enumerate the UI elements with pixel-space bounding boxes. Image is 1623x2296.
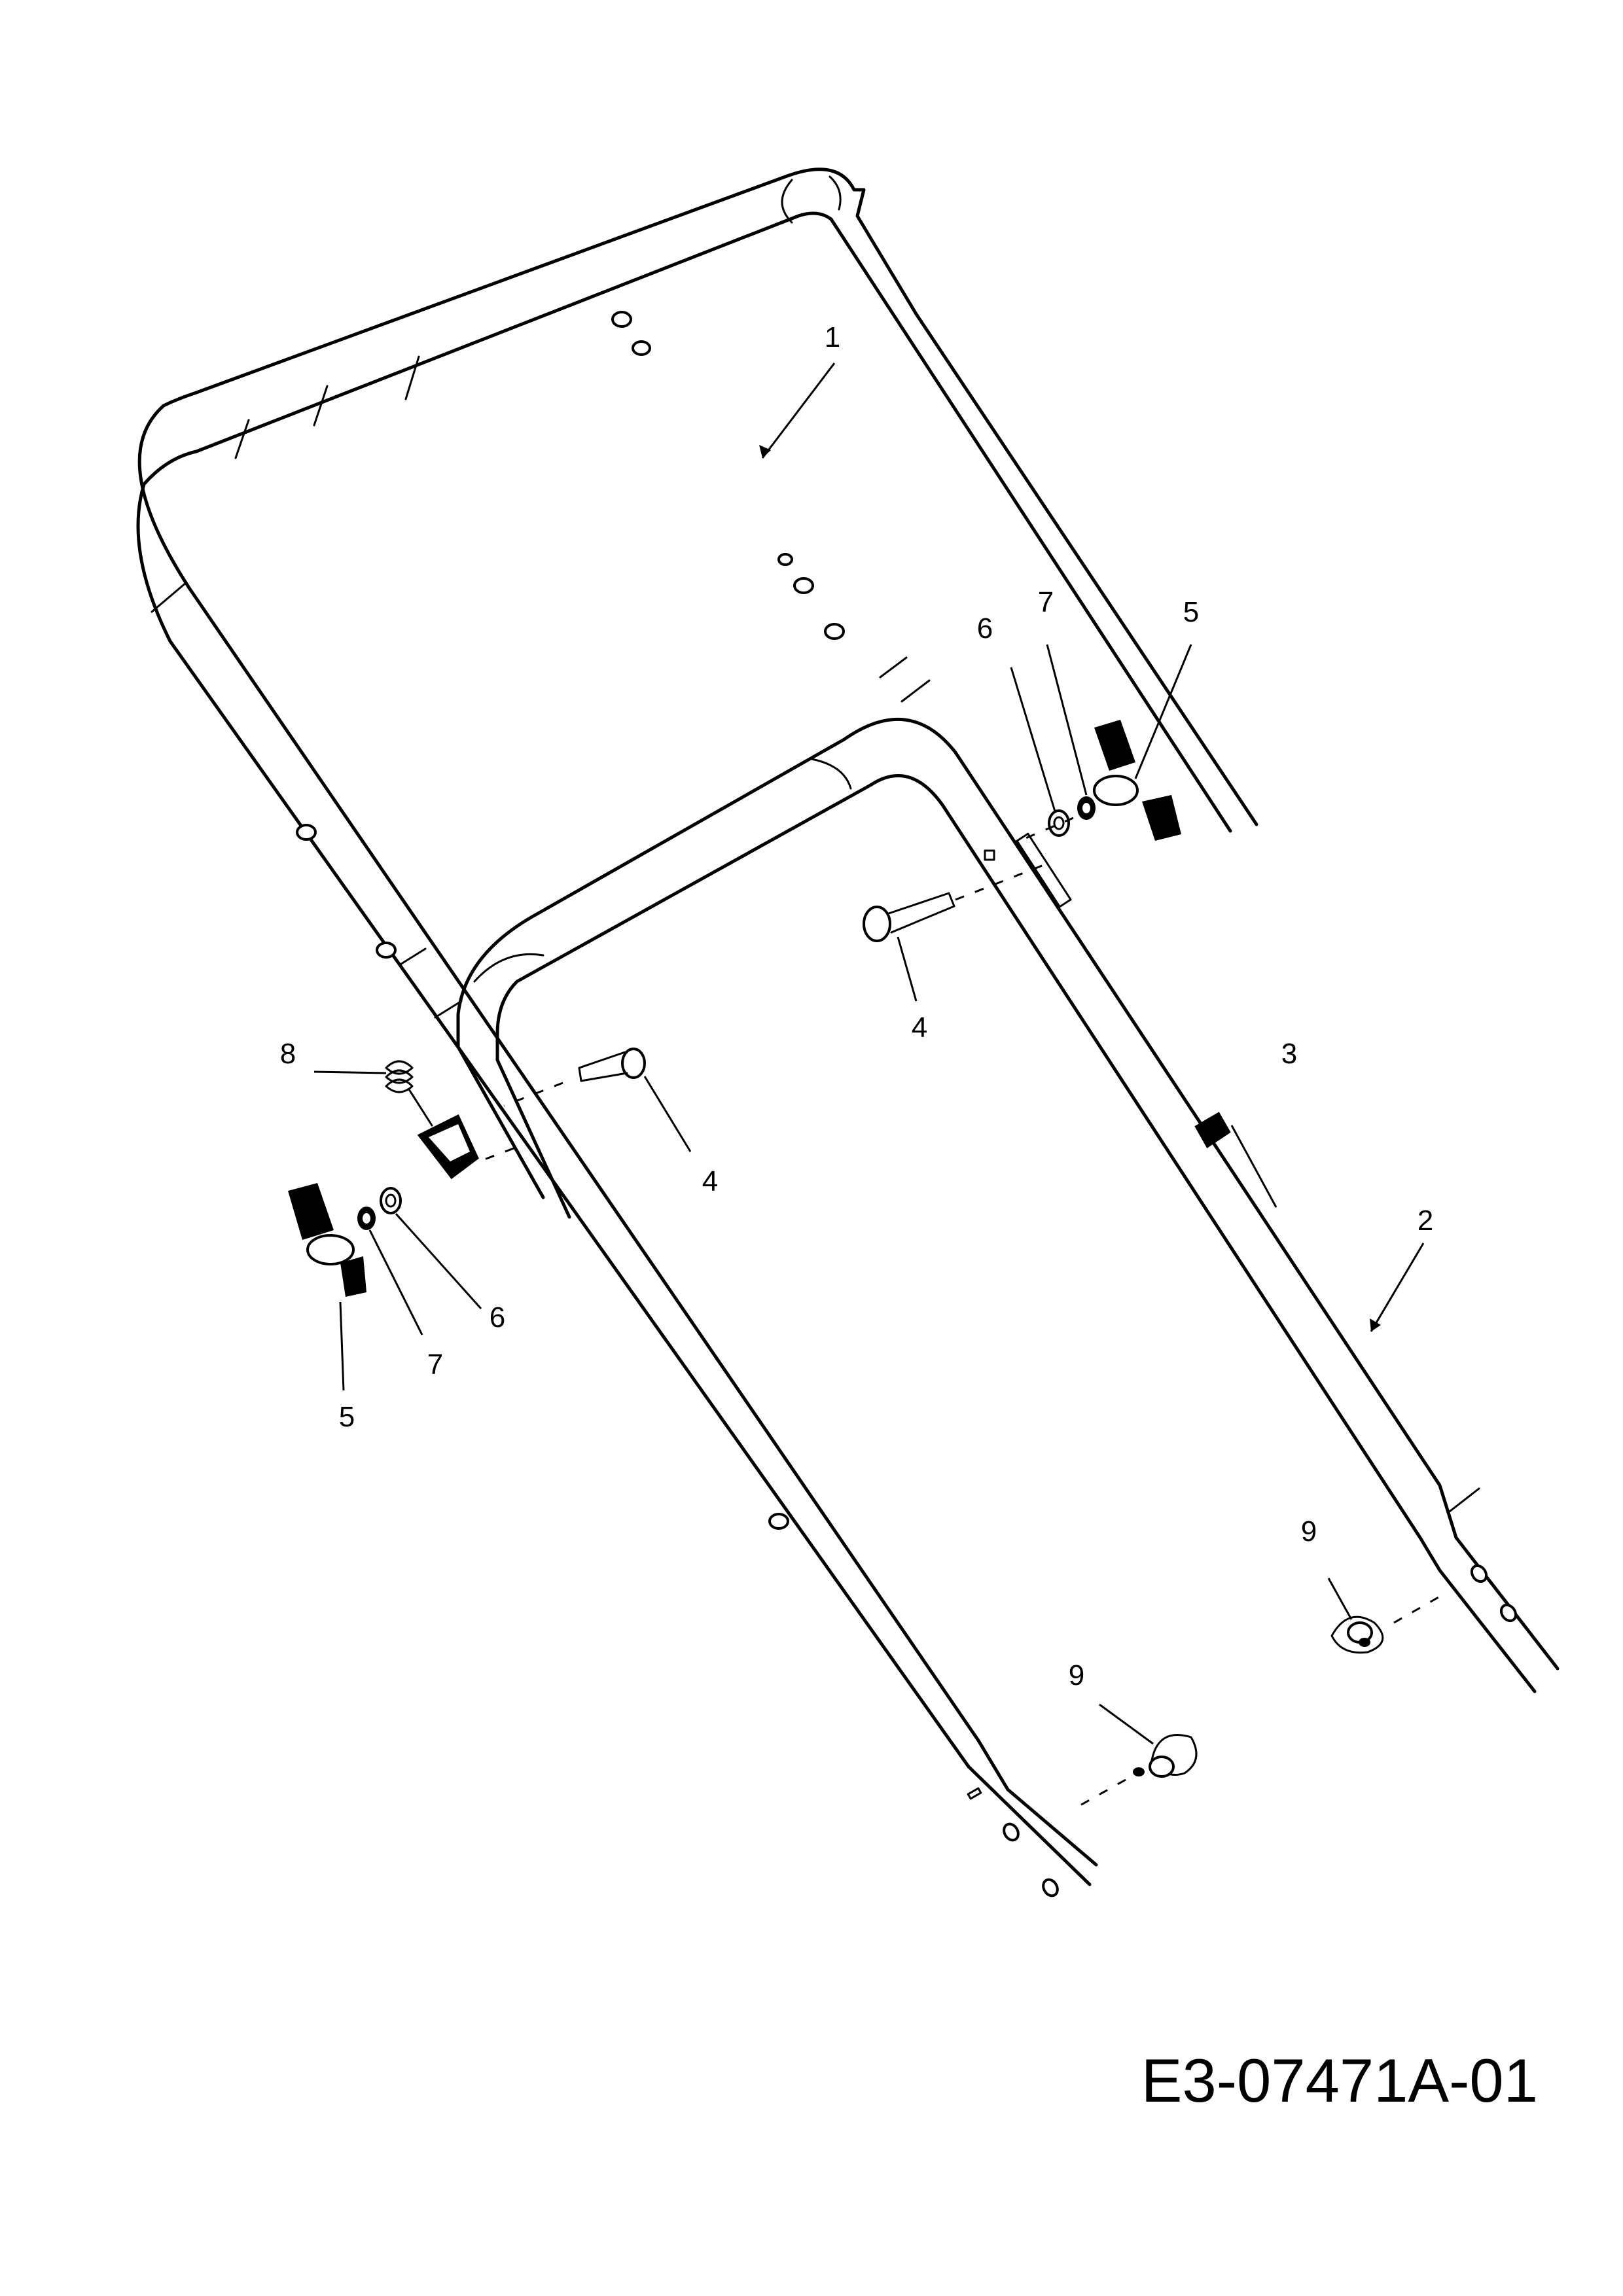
lower-handle bbox=[456, 718, 1560, 1693]
callout-6-left: 6 bbox=[490, 1301, 505, 1333]
callout-7-left: 7 bbox=[427, 1349, 443, 1381]
leader-lines bbox=[313, 362, 1425, 1745]
lock-washer-left bbox=[357, 1207, 376, 1230]
wing-knob-left bbox=[288, 1183, 366, 1297]
hairpin-clip-left bbox=[1133, 1734, 1198, 1778]
callout-3: 3 bbox=[1281, 1038, 1297, 1070]
drawing-number: E3-07471A-01 bbox=[1141, 2046, 1538, 2115]
callout-4-upper: 4 bbox=[912, 1012, 927, 1044]
upper-handle bbox=[136, 168, 1258, 1898]
callout-8: 8 bbox=[280, 1038, 296, 1070]
callout-9-right: 9 bbox=[1301, 1515, 1317, 1547]
wing-knob-right bbox=[1093, 720, 1181, 841]
callout-7-right: 7 bbox=[1038, 586, 1054, 618]
flat-washer-right bbox=[1048, 809, 1070, 837]
callout-labels: 1 2 3 4 4 5 5 6 6 7 7 8 9 9 bbox=[280, 321, 1433, 1691]
lock-washer-right bbox=[1077, 796, 1096, 820]
cable-clip bbox=[1194, 1112, 1231, 1148]
callout-1: 1 bbox=[825, 321, 840, 353]
carriage-bolt-lower bbox=[578, 1048, 646, 1082]
callout-2: 2 bbox=[1418, 1205, 1433, 1237]
callout-5-right: 5 bbox=[1183, 596, 1199, 628]
callout-4-lower: 4 bbox=[702, 1165, 718, 1197]
spring-cable-guide bbox=[385, 1060, 479, 1180]
hairpin-clip-right bbox=[1330, 1616, 1384, 1654]
carriage-bolt-upper bbox=[863, 892, 955, 942]
callout-6-right: 6 bbox=[977, 612, 993, 645]
flat-washer-left bbox=[380, 1187, 402, 1214]
callout-5-left: 5 bbox=[339, 1401, 355, 1433]
callout-9-left: 9 bbox=[1069, 1659, 1084, 1691]
